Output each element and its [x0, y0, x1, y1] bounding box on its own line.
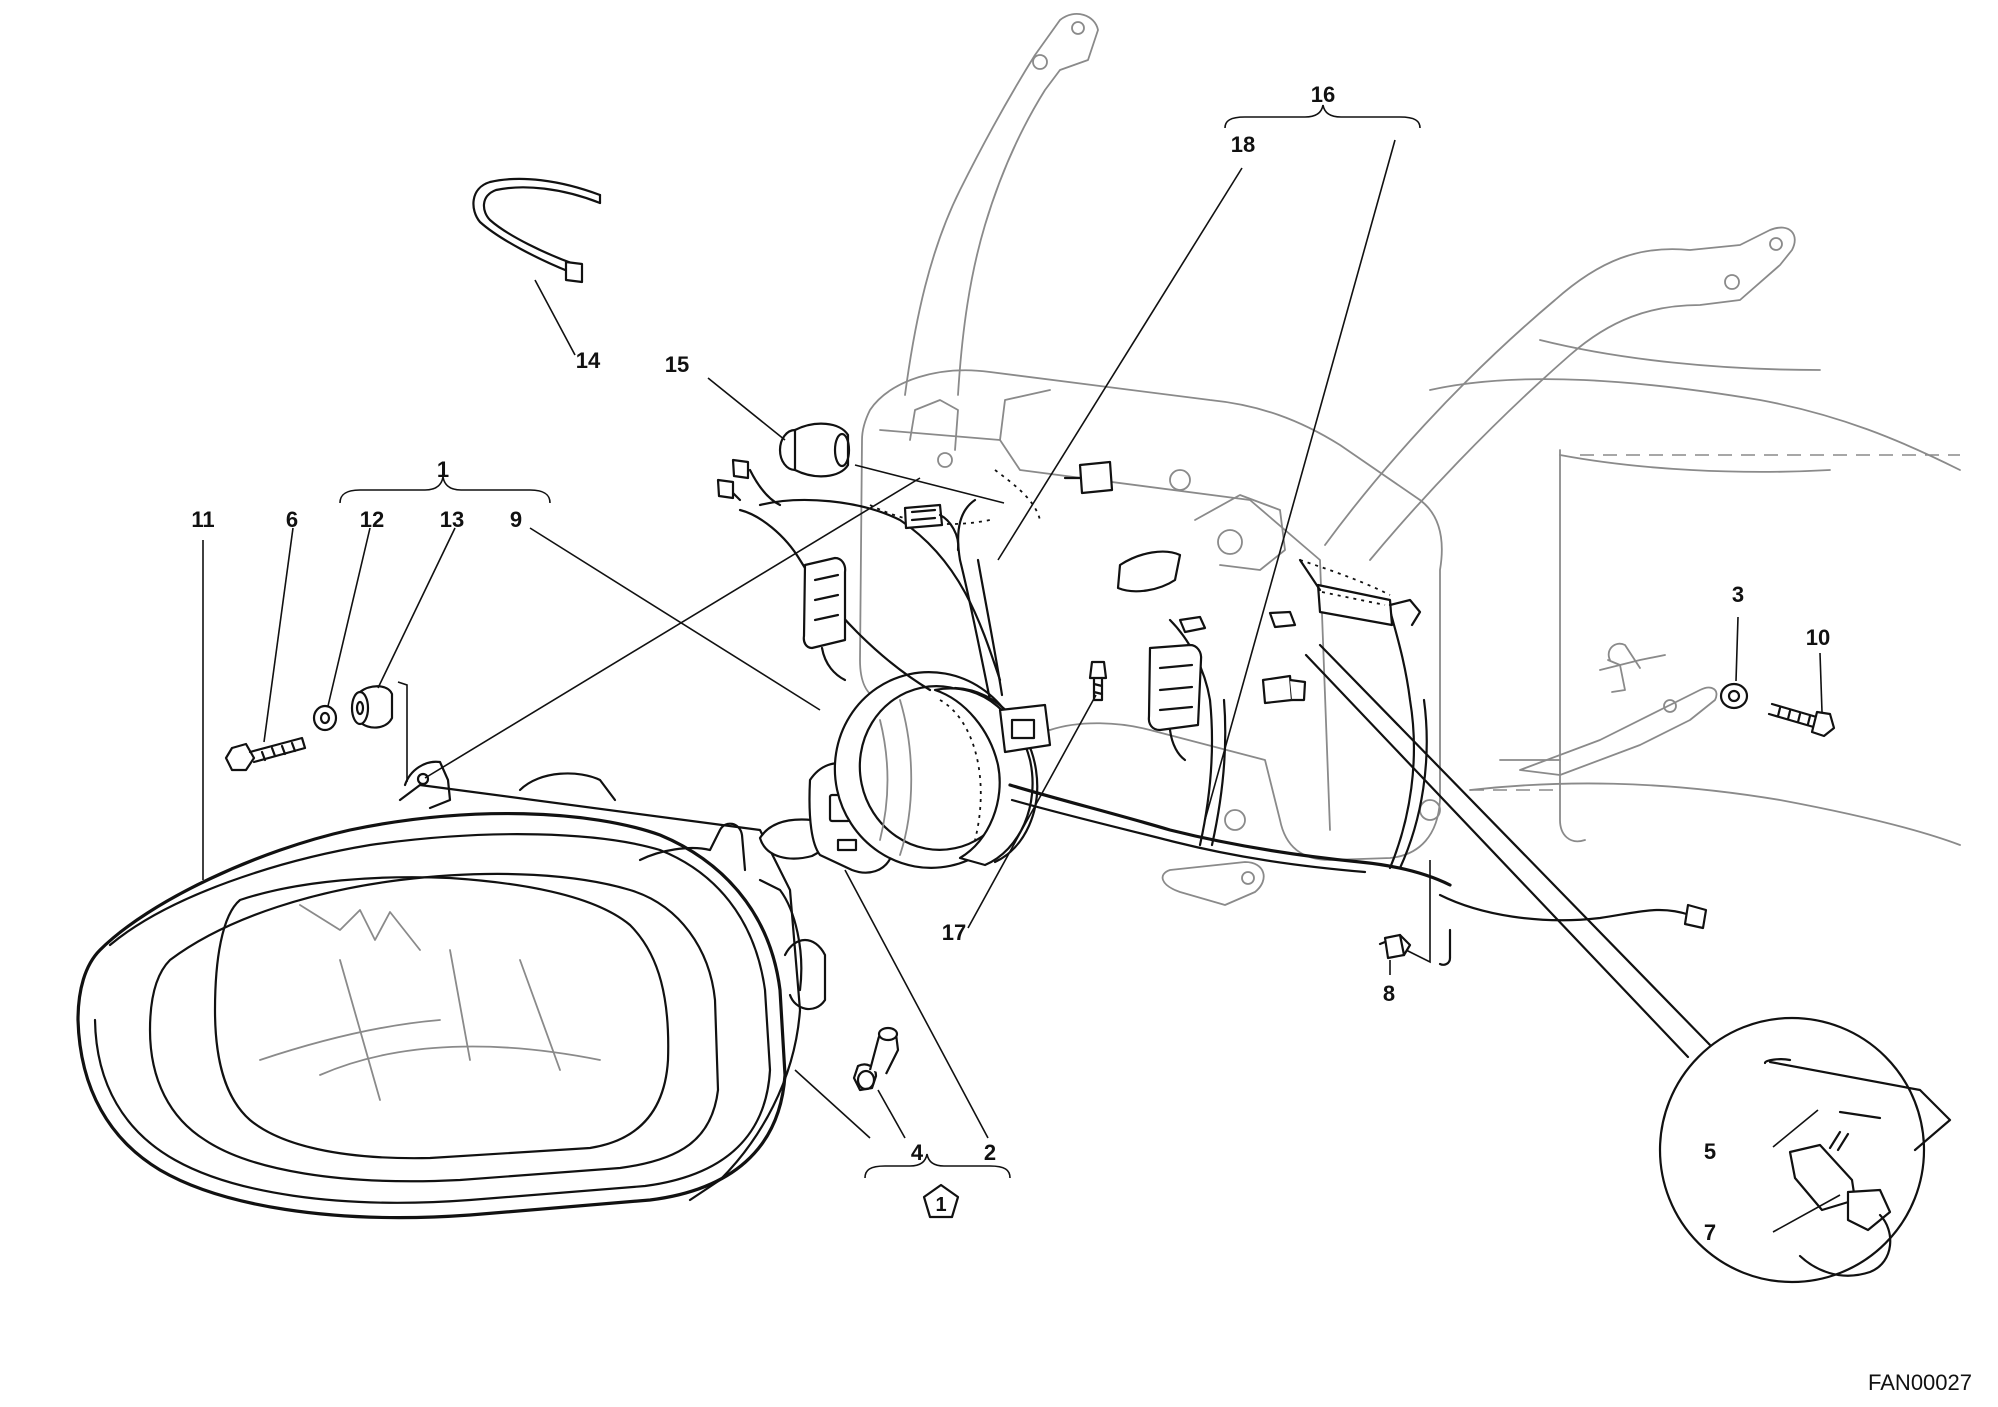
clip-8: [1378, 933, 1412, 960]
callout-2: 2: [984, 1140, 996, 1165]
callout-7: 7: [1704, 1220, 1716, 1245]
kit-symbol: 1: [922, 1183, 960, 1219]
callout-16: 16: [1311, 82, 1335, 107]
detail-inset: [1658, 1016, 1952, 1284]
callout-8: 8: [1383, 981, 1395, 1006]
elbow-connector-4: [852, 1026, 900, 1092]
callout-10: 10: [1806, 625, 1830, 650]
callout-12: 12: [360, 507, 384, 532]
callout-6: 6: [286, 507, 298, 532]
callout-15: 15: [665, 352, 689, 377]
bolt-set-right: [1438, 659, 1836, 966]
callout-4: 4: [911, 1140, 924, 1165]
wiring-harness: [716, 458, 1708, 930]
callout-5: 5: [1704, 1139, 1716, 1164]
callout-3: 3: [1732, 582, 1744, 607]
figure-code: FAN00027: [1868, 1370, 1972, 1395]
leader-lines: [202, 104, 1841, 1233]
callout-11: 11: [191, 507, 214, 532]
headlight-housing: [76, 760, 827, 1220]
frame-ghost: [859, 13, 1961, 906]
callout-13: 13: [440, 507, 464, 532]
screw-17: [1088, 660, 1108, 702]
cable-tie-14: [472, 177, 602, 284]
callout-9: 9: [510, 507, 522, 532]
kit-symbol-label: 1: [935, 1194, 946, 1216]
callout-labels: 1 2 3 4 5 6 7 8 9 10 11 12 13 14 15 16 1…: [191, 82, 1830, 1245]
callout-1: 1: [437, 457, 449, 482]
callout-18: 18: [1231, 132, 1255, 157]
grommet-15: [778, 422, 851, 478]
bolt-set-left: [224, 685, 394, 772]
callout-17: 17: [942, 920, 966, 945]
callout-14: 14: [576, 348, 601, 373]
